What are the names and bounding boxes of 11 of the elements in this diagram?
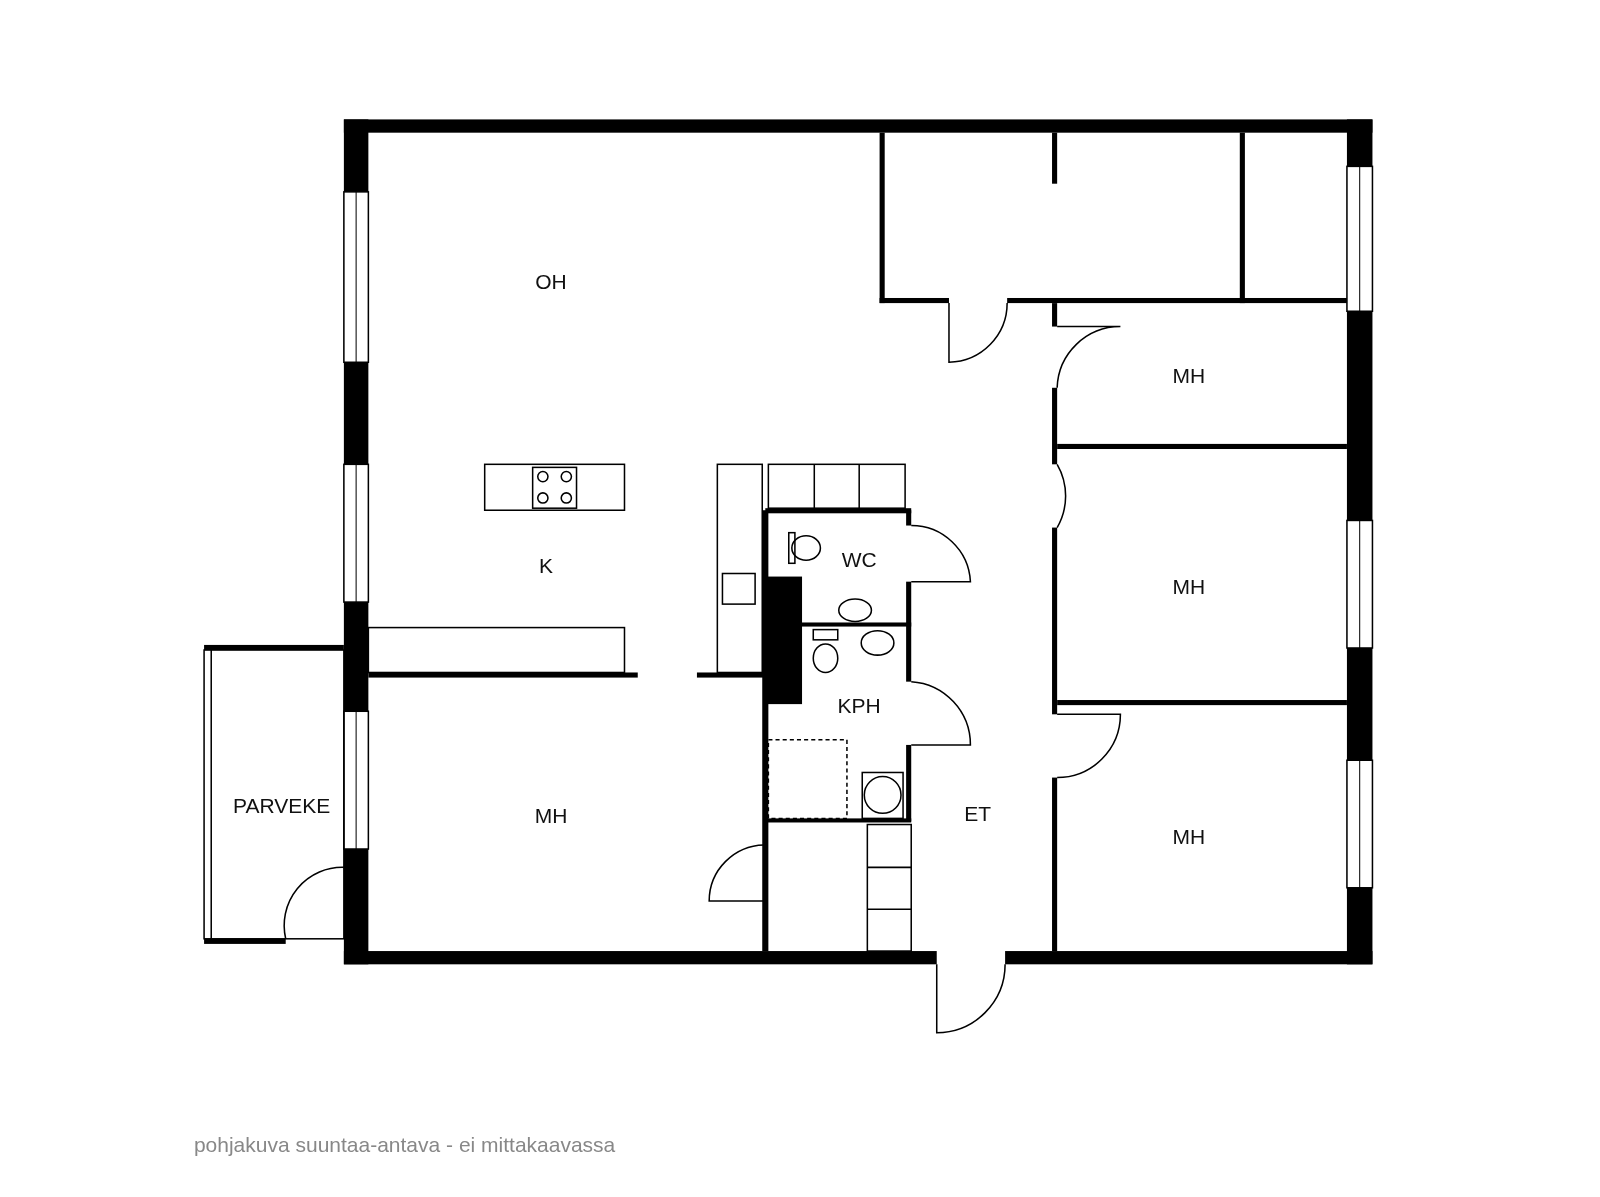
room-label: WC bbox=[841, 548, 877, 573]
room-label: KPH bbox=[837, 694, 881, 719]
room-label: OH bbox=[535, 269, 567, 294]
room-label: ET bbox=[964, 802, 991, 827]
room-label: MH bbox=[1172, 574, 1206, 599]
room-label: MH bbox=[1172, 363, 1206, 388]
caption: pohjakuva suuntaa-antava - ei mittakaavassa bbox=[193, 1132, 616, 1157]
room-label: PARVEKE bbox=[233, 794, 331, 819]
room-label: K bbox=[538, 554, 553, 579]
room-label: MH bbox=[534, 804, 568, 829]
room-label: MH bbox=[1172, 824, 1206, 849]
